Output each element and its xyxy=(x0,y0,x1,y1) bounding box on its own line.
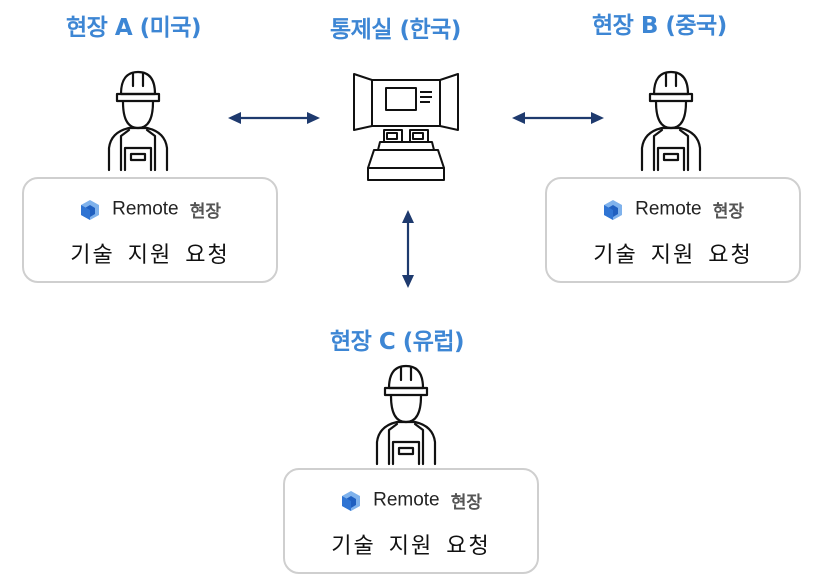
control-console-icon xyxy=(353,73,459,181)
brand-name: Remote xyxy=(635,198,702,220)
worker-a-icon xyxy=(107,70,169,172)
site-b-card: Remote 현장 기술 지원 요청 xyxy=(545,177,801,283)
brand-sub: 현장 xyxy=(450,493,482,513)
brand-sub: 현장 xyxy=(712,202,744,222)
site-c-card: Remote 현장 기술 지원 요청 xyxy=(283,468,539,574)
site-b-title: 현장 B (중국) xyxy=(592,13,727,39)
remote-logo-icon xyxy=(342,490,360,511)
brand: Remote 현장 xyxy=(285,488,537,513)
request-label: 기술 지원 요청 xyxy=(70,243,230,268)
brand-name: Remote xyxy=(112,198,179,220)
brand-sub: 현장 xyxy=(189,202,221,222)
arrow-control-b xyxy=(512,112,604,124)
remote-logo-icon xyxy=(604,199,622,220)
arrow-control-c xyxy=(402,210,414,288)
site-a-card: Remote 현장 기술 지원 요청 xyxy=(22,177,278,283)
arrow-a-control xyxy=(228,112,320,124)
worker-c-icon xyxy=(375,364,437,466)
request-label: 기술 지원 요청 xyxy=(593,243,753,268)
remote-logo-icon xyxy=(81,199,99,220)
brand-name: Remote xyxy=(373,489,440,511)
site-a-title: 현장 A (미국) xyxy=(66,15,201,41)
request-label: 기술 지원 요청 xyxy=(331,534,491,559)
control-room-title: 통제실 (한국) xyxy=(330,17,461,43)
brand: Remote 현장 xyxy=(547,197,799,222)
brand: Remote 현장 xyxy=(24,197,276,222)
worker-b-icon xyxy=(640,70,702,172)
site-c-title: 현장 C (유럽) xyxy=(330,329,465,355)
